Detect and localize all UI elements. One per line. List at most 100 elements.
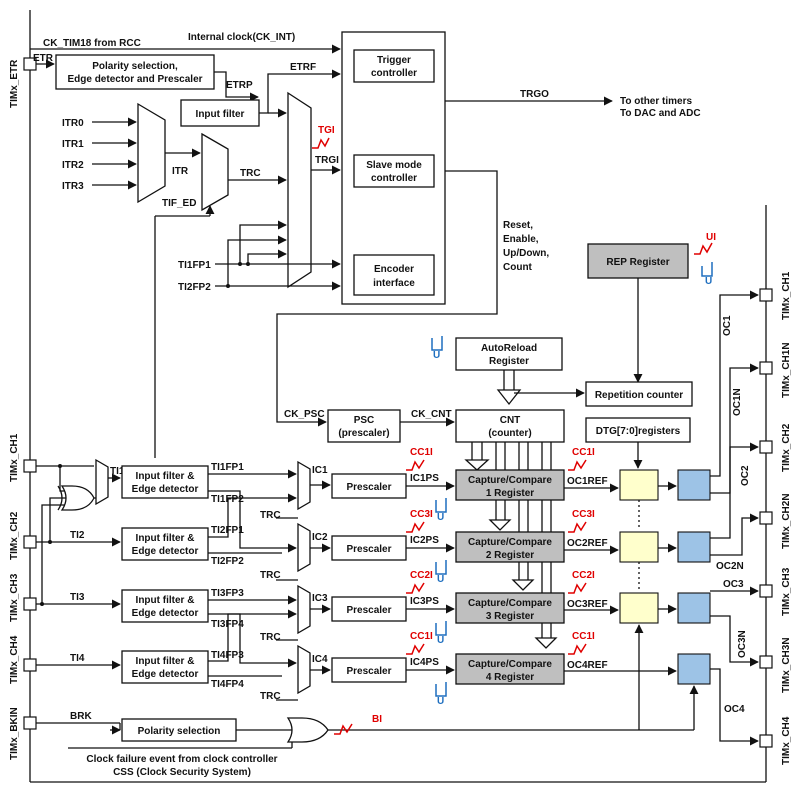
pin-ch4-in[interactable] — [23, 658, 37, 672]
ch1-prescaler-box — [331, 473, 407, 499]
ch1-filter-box — [121, 465, 209, 499]
ch1-icps-label: IC1PS — [410, 473, 439, 484]
psc-line1: PSC — [354, 415, 375, 426]
pin-ch1n-out[interactable] — [759, 361, 773, 375]
pin-ch3n-out[interactable] — [759, 655, 773, 669]
ch2-prescaler-box — [331, 535, 407, 561]
to-other-line1: To other timers — [620, 96, 692, 107]
ch1-update-icon — [435, 498, 447, 513]
ch3-cci-out-icon — [568, 582, 587, 594]
reset-line2: Enable, — [503, 234, 539, 245]
itr2-label: ITR2 — [62, 160, 84, 171]
ch1-cci-in-label: CC1I — [410, 447, 433, 458]
slave-mode-box — [353, 154, 435, 188]
ch1-u-label: U — [437, 512, 444, 523]
ch4-prescaler-label: Prescaler — [346, 666, 391, 677]
counter-section: REP Register UI U AutoReload Register U … — [284, 232, 716, 649]
pin-bkin[interactable] — [23, 716, 37, 730]
oc1-label: OC1 — [722, 315, 733, 336]
trc-label-top: TRC — [240, 168, 261, 179]
ch3-cci-out-label: CC2I — [572, 570, 595, 581]
ch3-filter-line1: Input filter & — [136, 595, 195, 606]
pin-ch2-out[interactable] — [759, 440, 773, 454]
ch2-icps-label: IC2PS — [410, 535, 439, 546]
etrp-label: ETRP — [226, 80, 253, 91]
oc2-label: OC2 — [740, 465, 751, 486]
pin-label-ch3n-out: TIMx_CH3N — [781, 637, 792, 693]
pin-ch3-in[interactable] — [23, 597, 37, 611]
reset-line3: Up/Down, — [503, 248, 549, 259]
ch4-cc-line1: Capture/Compare — [468, 659, 552, 670]
itr0-label: ITR0 — [62, 118, 84, 129]
ch4-cc-line2: 4 Register — [486, 672, 534, 683]
pin-ch1-out[interactable] — [759, 288, 773, 302]
bi-label: BI — [372, 714, 382, 725]
oc2n-label: OC2N — [716, 561, 744, 572]
repetition-counter-box — [585, 381, 693, 407]
cnt-line1: CNT — [500, 415, 521, 426]
oc4-label: OC4 — [724, 704, 745, 715]
pin-ch3-out[interactable] — [759, 584, 773, 598]
pin-label-ch4: TIMx_CH4 — [9, 635, 20, 684]
pin-label-etr: TIMx_ETR — [9, 59, 20, 108]
ch3-cci-in-label: CC2I — [410, 570, 433, 581]
pin-label-ch1n-out: TIMx_CH1N — [781, 342, 792, 398]
ti2fp2-top-label: TI2FP2 — [178, 282, 211, 293]
ch4-update-icon — [435, 682, 447, 697]
tgi-event-icon — [312, 137, 330, 149]
ch1-ic-mux — [297, 460, 311, 511]
pin-ch2n-out[interactable] — [759, 511, 773, 525]
ch2-prescaler-label: Prescaler — [346, 544, 391, 555]
ch1-filter-line1: Input filter & — [136, 471, 195, 482]
ch4-filter-line2: Edge detector — [132, 669, 199, 680]
ti1-mux — [95, 458, 109, 506]
pin-label-ch2-out: TIMx_CH2 — [781, 423, 792, 472]
right-pins: TIMx_CH1 TIMx_CH1N TIMx_CH2 TIMx_CH2N TI… — [759, 271, 792, 765]
ch2-output-ctrl — [677, 531, 711, 563]
clock-failure-line1: Clock failure event from clock controlle… — [86, 754, 277, 765]
ch1-fpa-label: TI1FP1 — [211, 462, 244, 473]
autoreload-line2: Register — [489, 356, 529, 367]
clock-failure-line2: CSS (Clock Security System) — [113, 767, 251, 778]
ch2-ic-label: IC2 — [312, 532, 328, 543]
break-or-gate — [286, 717, 329, 743]
ch4-output-ctrl — [677, 653, 711, 685]
pin-ch2-in[interactable] — [23, 535, 37, 549]
pin-ch1-in[interactable] — [23, 459, 37, 473]
pin-ch4-out[interactable] — [759, 734, 773, 748]
ch4-fpb-label: TI4FP4 — [211, 679, 244, 690]
slave-mode-line2: controller — [371, 173, 417, 184]
ch2-cci-in-label: CC3I — [410, 509, 433, 520]
ch3-update-icon — [435, 621, 447, 636]
input-channels: TI1 TI2 TI3 TI4 Input filter & Edge dete… — [36, 447, 677, 707]
clk-source-label: CK_TIM18 from RCC — [43, 38, 141, 49]
trgi-mux — [287, 91, 312, 289]
ck-cnt-label: CK_CNT — [411, 409, 452, 420]
reset-line1: Reset, — [503, 220, 533, 231]
dtg-label: DTG[7:0]registers — [596, 426, 681, 437]
ch4-filter-line1: Input filter & — [136, 656, 195, 667]
pin-label-ch4-out: TIMx_CH4 — [781, 716, 792, 765]
ch2-cci-out-icon — [568, 521, 587, 533]
itr-mux — [137, 102, 166, 204]
ck-psc-label: CK_PSC — [284, 409, 325, 420]
ch2-ocref-label: OC2REF — [567, 538, 608, 549]
ch3-filter-line2: Edge detector — [132, 608, 199, 619]
ch4-trc-label: TRC — [260, 691, 281, 702]
ch3-cci-in-icon — [406, 582, 425, 594]
ch2-deadtime-box — [619, 531, 659, 563]
autoreload-line1: AutoReload — [481, 343, 537, 354]
ch1-output-ctrl — [677, 469, 711, 501]
ti2-label: TI2 — [70, 530, 85, 541]
ch1-cci-in-icon — [406, 459, 425, 471]
ch3-fpa-label: TI3FP3 — [211, 588, 244, 599]
reset-line4: Count — [503, 262, 533, 273]
pin-label-ch3-out: TIMx_CH3 — [781, 567, 792, 616]
tif-ed-label: TIF_ED — [162, 198, 196, 209]
ch2-ic-mux — [297, 522, 311, 573]
ch3-ic-label: IC3 — [312, 593, 328, 604]
ui-event-icon — [694, 242, 713, 255]
ti1fp1-top-label: TI1FP1 — [178, 260, 211, 271]
ch4-ic-mux — [297, 644, 311, 695]
top-section: CK_TIM18 from RCC Internal clock(CK_INT)… — [30, 31, 701, 458]
